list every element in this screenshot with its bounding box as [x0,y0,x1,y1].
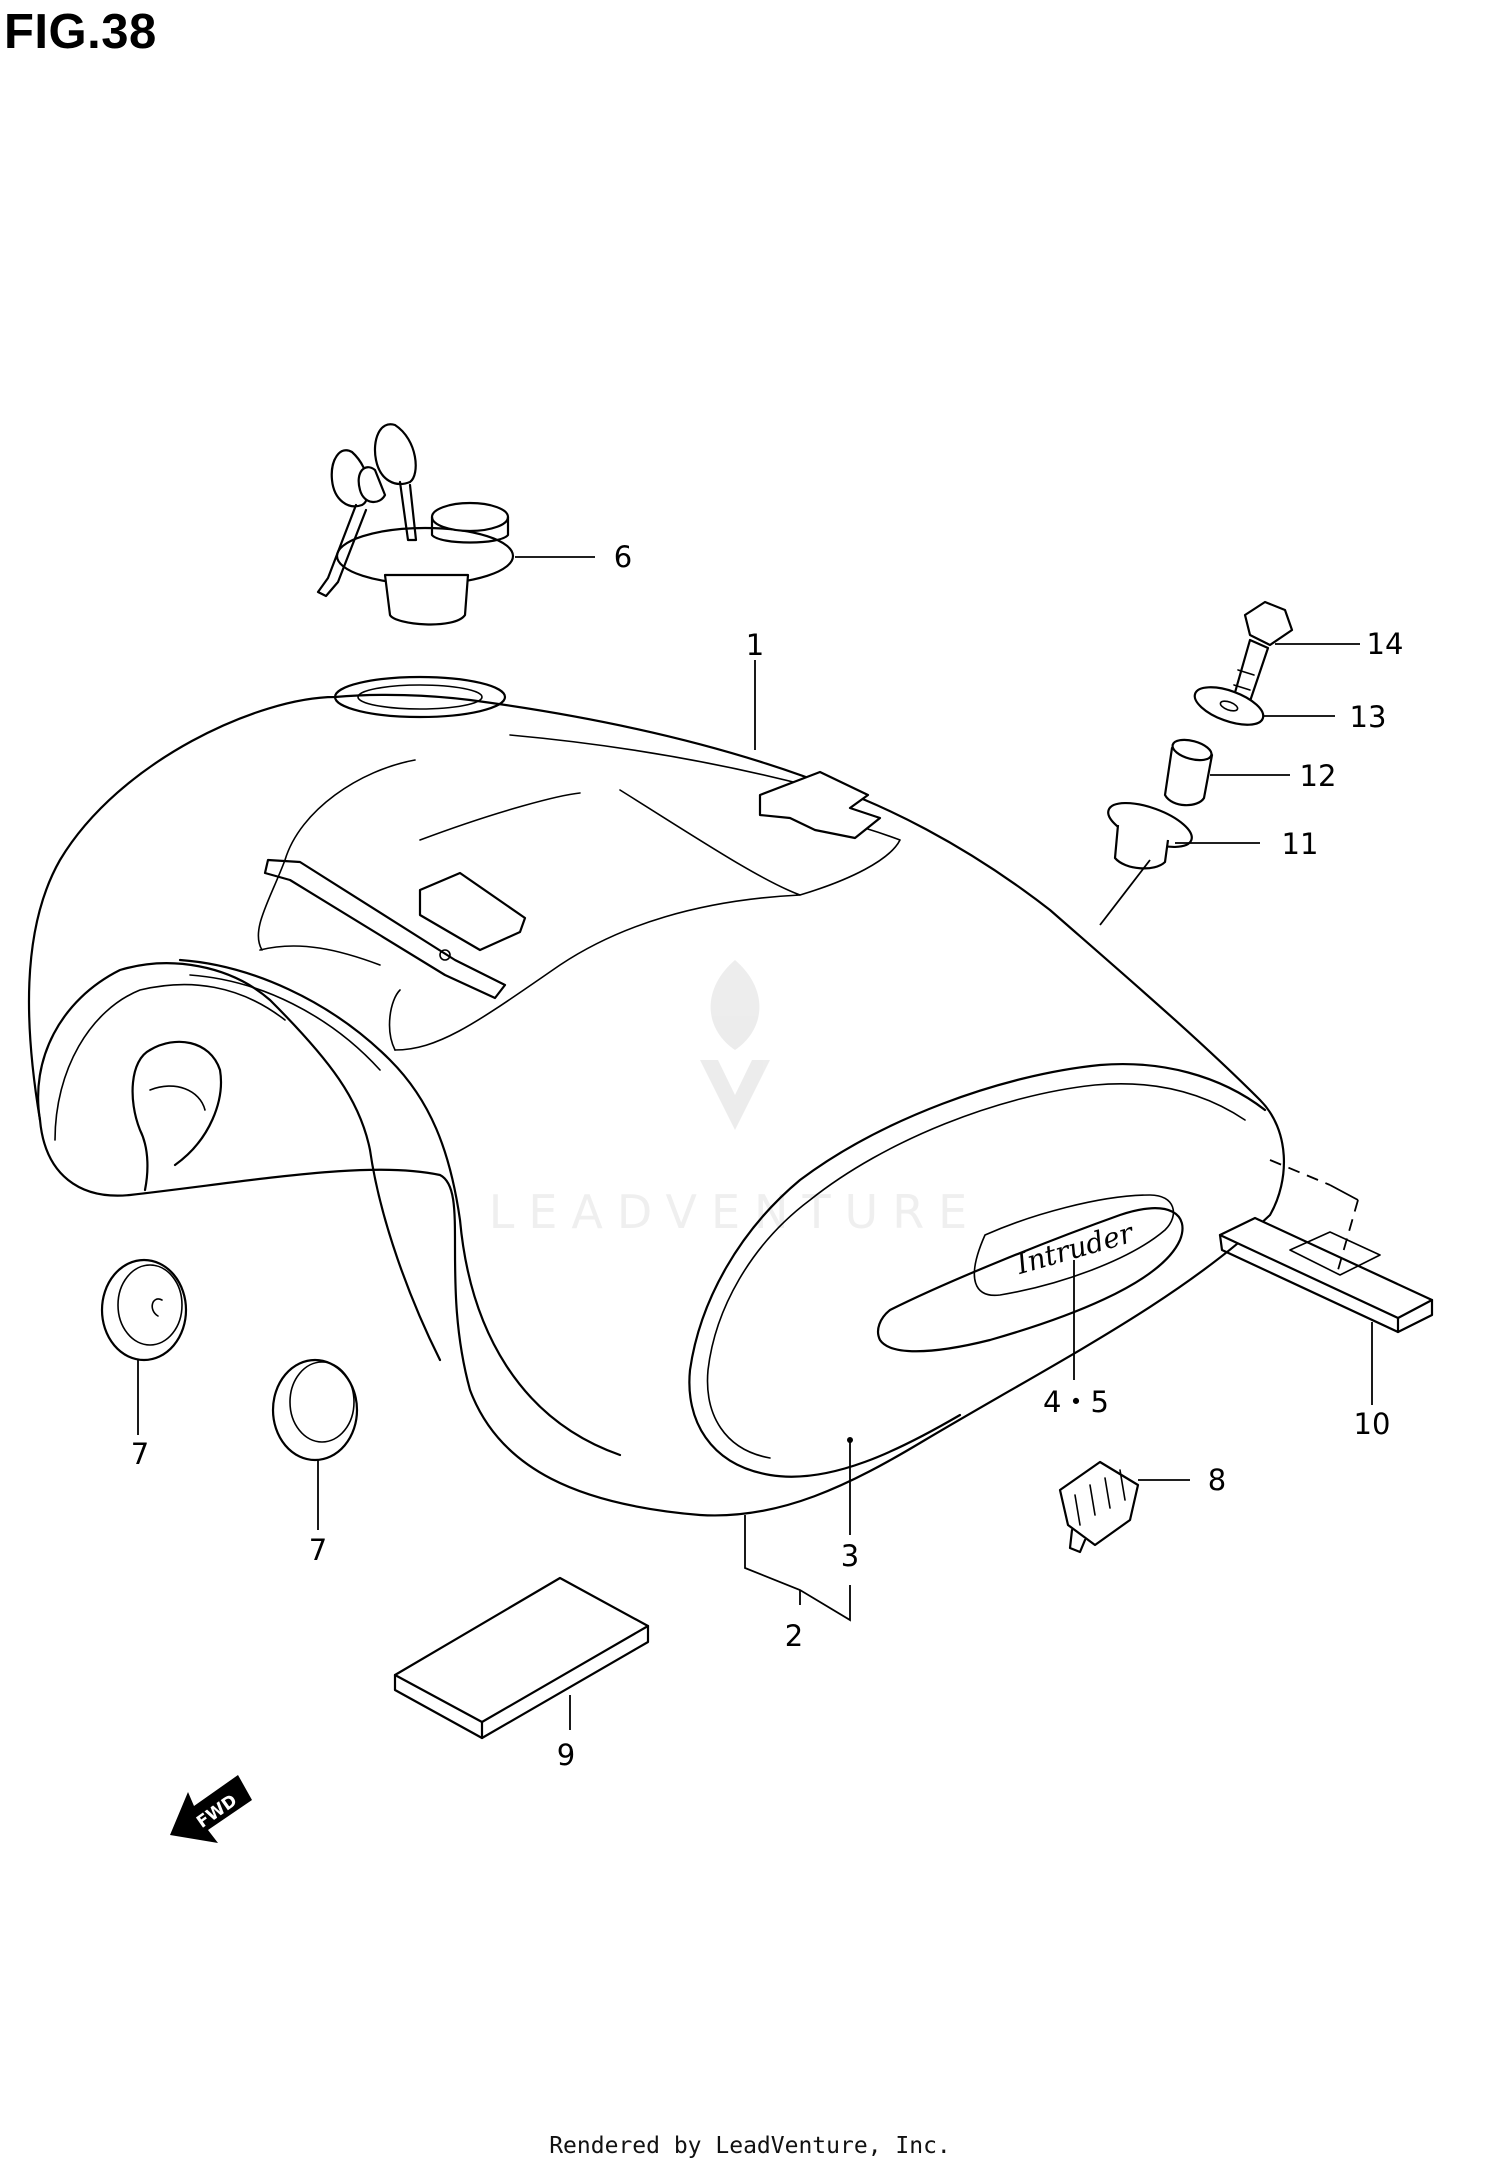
callout-3: 3 [841,1539,859,1573]
clip-8 [1058,1460,1140,1554]
callout-2: 2 [785,1619,803,1653]
pad-9 [393,1576,650,1740]
callout-14: 14 [1367,627,1404,661]
callout-7a: 7 [131,1437,149,1471]
fuel-tank: Intruder [27,675,1285,1517]
grommet-11 [1107,801,1193,870]
callout-1: 1 [746,628,764,662]
watermark-text: LEADVENTURE [489,1185,982,1239]
callout-7b: 7 [309,1533,327,1567]
leader-lines [137,556,1373,1730]
callout-10: 10 [1354,1407,1391,1441]
watermark-flame-icon [710,960,760,1050]
fuel-cap [316,423,515,626]
callout-4-5: 4・5 [1043,1385,1109,1419]
cap-7a [100,1258,188,1362]
cushion-10 [1218,1216,1434,1334]
watermark-v-icon [700,1060,770,1130]
watermark: LEADVENTURE [489,960,982,1239]
collar-12 [1163,738,1214,807]
callout-11: 11 [1282,827,1319,861]
callout-6: 6 [614,540,632,574]
callout-8: 8 [1208,1463,1226,1497]
figure-title: FIG.38 [4,5,157,59]
callout-13: 13 [1350,700,1387,734]
callout-numbers: 1 2 3 4・5 6 7 7 8 9 10 11 12 13 14 [131,540,1404,1772]
cap-7b [271,1358,359,1462]
callout-12: 12 [1300,759,1337,793]
fwd-arrow-icon: FWD [170,1775,252,1843]
emblem-frame [876,1207,1184,1353]
callout-9: 9 [557,1738,575,1772]
washer-13 [1193,686,1265,726]
footer-credit: Rendered by LeadVenture, Inc. [549,2133,951,2159]
